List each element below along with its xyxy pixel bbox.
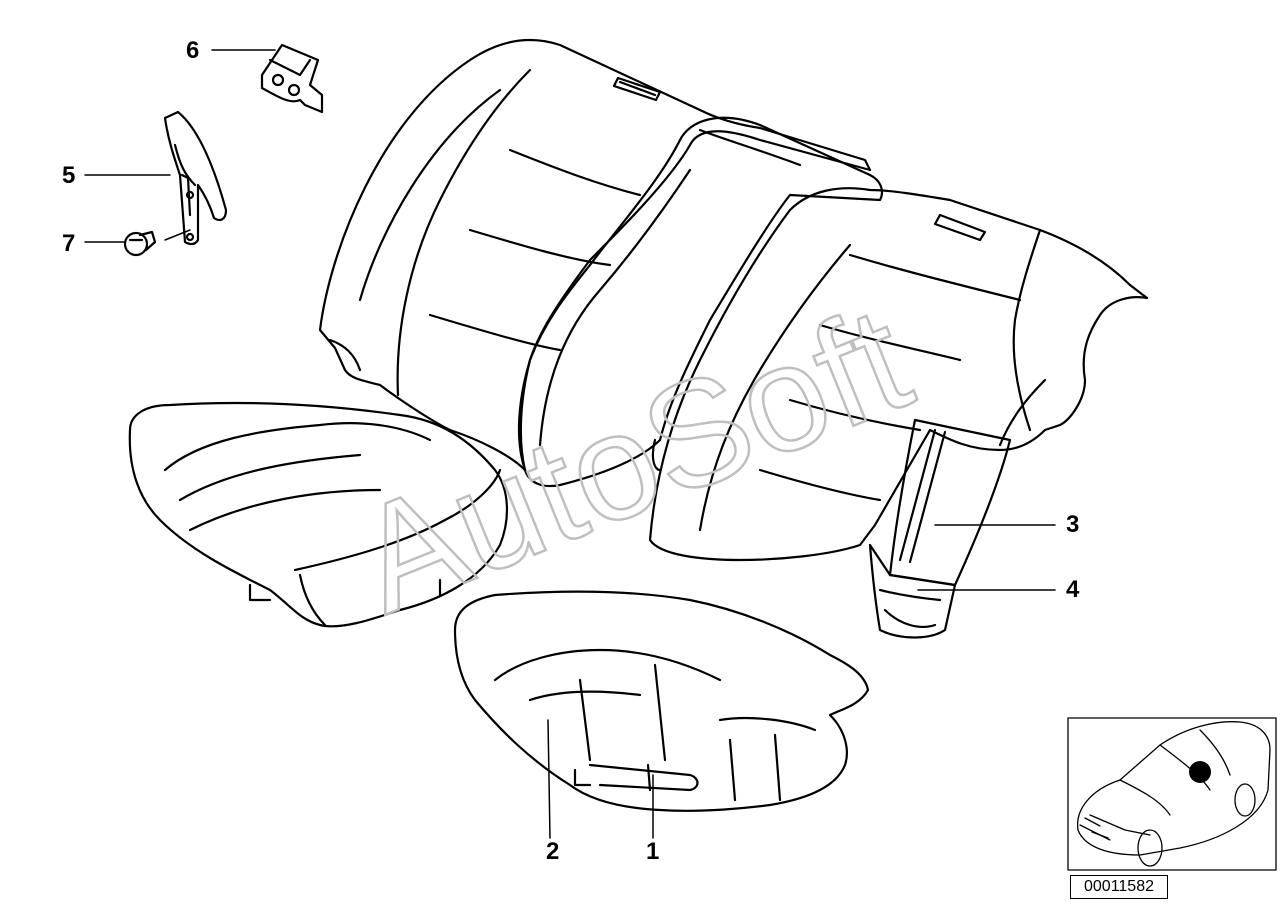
left-seat-cushion <box>128 401 508 628</box>
callout-4: 4 <box>1066 576 1080 603</box>
bracket-6 <box>260 43 324 114</box>
hinge-5 <box>163 110 228 246</box>
right-backrest <box>648 187 1149 562</box>
right-seat-cushion <box>453 590 870 812</box>
callout-7: 7 <box>62 230 76 257</box>
center-section <box>517 116 884 488</box>
callout-1: 1 <box>646 838 660 865</box>
part-number-label: 00011582 <box>1070 875 1168 899</box>
location-dot <box>1189 761 1211 783</box>
bolt-7 <box>123 230 157 257</box>
callout-3: 3 <box>1066 511 1080 538</box>
leader-lines <box>84 49 1056 839</box>
side-panel <box>868 418 1012 639</box>
car-locator-inset <box>1067 717 1277 871</box>
callout-6: 6 <box>186 37 200 64</box>
callout-2: 2 <box>546 838 560 865</box>
left-backrest <box>318 38 872 472</box>
callout-5: 5 <box>62 162 76 189</box>
